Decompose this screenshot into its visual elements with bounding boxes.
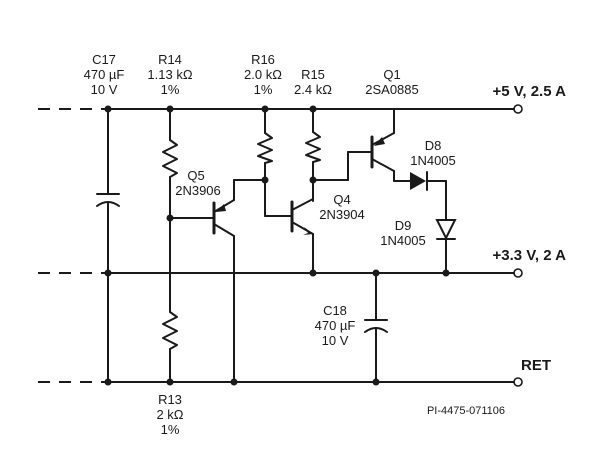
r13-value: 2 kΩ [156, 407, 183, 422]
label-d8: D8 1N4005 [410, 138, 456, 168]
c17-rating: 10 V [91, 82, 118, 97]
resistor-r15 [305, 108, 321, 202]
c17-ref: C17 [92, 52, 116, 67]
resistor-r13 [162, 217, 178, 383]
label-q4: Q4 2N3904 [319, 192, 365, 222]
drawing-id: PI-4475-071106 [427, 405, 505, 417]
r16-ref: R16 [251, 52, 275, 67]
r14-ref: R14 [158, 52, 182, 67]
r15-ref: R15 [301, 67, 325, 82]
label-r15: R15 2.4 kΩ [294, 67, 332, 97]
r13-tolerance: 1% [161, 422, 180, 437]
q4-part: 2N3904 [319, 207, 365, 222]
label-r13: R13 2 kΩ 1% [156, 392, 183, 437]
transistor-q1 [370, 108, 395, 182]
rail-3v3-label: +3.3 V, 2 A [492, 247, 566, 264]
capacitor-c17 [96, 108, 120, 383]
transistor-q4 [290, 151, 373, 274]
label-r14: R14 1.13 kΩ 1% [147, 52, 192, 97]
capacitor-c18 [364, 272, 388, 383]
resistor-r16 [257, 108, 293, 217]
q5-part: 2N3906 [175, 183, 221, 198]
q1-ref: Q1 [383, 67, 400, 82]
d8-ref: D8 [425, 138, 442, 153]
junction-dots [104, 105, 450, 386]
diode-d8 [393, 171, 447, 191]
label-r16: R16 2.0 kΩ 1% [244, 52, 282, 97]
r14-value: 1.13 kΩ [147, 67, 192, 82]
rail-5v-label: +5 V, 2.5 A [492, 83, 566, 100]
label-c17: C17 470 µF 10 V [84, 52, 125, 97]
r16-value: 2.0 kΩ [244, 67, 282, 82]
rail-ret-label: RET [521, 357, 551, 374]
label-d9: D9 1N4005 [380, 218, 426, 248]
r16-tolerance: 1% [254, 82, 273, 97]
diode-d9 [435, 180, 457, 274]
label-q5: Q5 2N3906 [175, 168, 221, 198]
label-q1: Q1 2SA0885 [365, 67, 419, 97]
d9-ref: D9 [395, 218, 412, 233]
resistor-r14 [162, 108, 178, 219]
c18-value: 470 µF [315, 318, 356, 333]
r13-ref: R13 [158, 392, 182, 407]
c17-value: 470 µF [84, 67, 125, 82]
c18-ref: C18 [323, 303, 347, 318]
r14-tolerance: 1% [161, 82, 180, 97]
q4-ref: Q4 [333, 192, 350, 207]
r15-value: 2.4 kΩ [294, 82, 332, 97]
d9-part: 1N4005 [380, 233, 426, 248]
q1-part: 2SA0885 [365, 82, 419, 97]
label-c18: C18 470 µF 10 V [315, 303, 356, 348]
d8-part: 1N4005 [410, 153, 456, 168]
rail-ret [38, 377, 523, 387]
transistor-q5 [169, 179, 266, 383]
c18-rating: 10 V [322, 333, 349, 348]
q5-ref: Q5 [187, 168, 204, 183]
